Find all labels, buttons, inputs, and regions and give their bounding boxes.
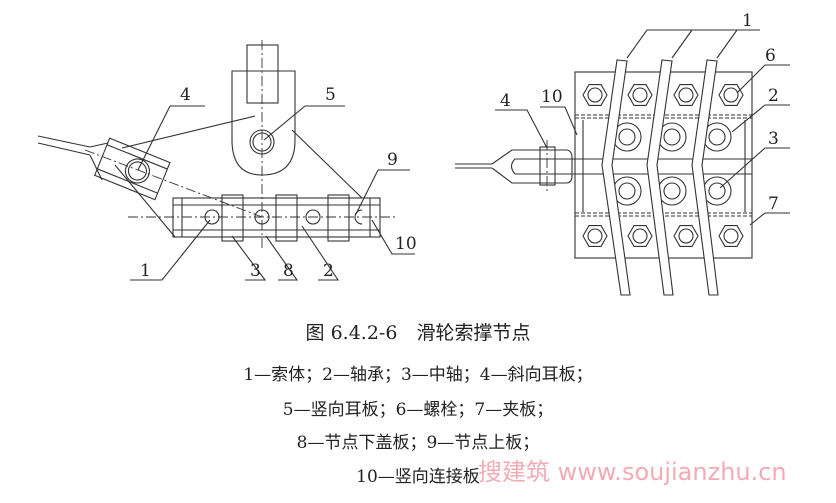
label-10: 10 (395, 234, 417, 254)
label-8: 8 (283, 261, 294, 281)
bearing-ring (702, 176, 732, 206)
bearing-ring (657, 176, 687, 206)
right-plan-view: 1 6 2 3 7 10 4 (455, 11, 790, 296)
hex-nut (673, 84, 699, 106)
label-10: 10 (541, 87, 563, 107)
label-3: 3 (768, 129, 779, 149)
leaders-right (495, 29, 790, 226)
hex-nut (718, 84, 744, 106)
figure-title: 图 6.4.2-6 滑轮索撑节点 (305, 322, 531, 344)
hex-nut (718, 225, 744, 247)
leaders-left (130, 105, 415, 281)
label-1: 1 (140, 261, 151, 281)
label-4: 4 (180, 85, 191, 105)
label-3: 3 (250, 261, 261, 281)
cable-body (84, 115, 363, 238)
bottom-plate-assembly (172, 194, 381, 242)
bearings (612, 122, 732, 206)
hex-nut (582, 84, 608, 106)
cable-end (37, 135, 109, 181)
hex-nut (627, 84, 653, 106)
label-4: 4 (500, 91, 511, 111)
label-6: 6 (765, 46, 776, 66)
label-5: 5 (325, 85, 336, 105)
clevis (455, 140, 573, 192)
node-diagram: 4 5 9 10 1 3 8 2 (37, 11, 790, 296)
bolts (582, 84, 744, 247)
legend-line-4: 10—竖向连接板 (356, 467, 480, 487)
vertical-ear-plate (231, 44, 296, 176)
legend-line-3: 8—节点下盖板；9—节点上板； (296, 433, 540, 453)
legend-line-2: 5—竖向耳板；6—螺栓；7—夹板； (282, 400, 554, 420)
label-1: 1 (742, 11, 753, 31)
watermark: 搜建筑 www.soujianzhu.cn (478, 458, 787, 486)
left-elevation-view: 4 5 9 10 1 3 8 2 (37, 40, 417, 281)
label-9: 9 (387, 150, 398, 170)
label-2: 2 (323, 261, 334, 281)
label-7: 7 (768, 194, 779, 214)
hex-nut (627, 225, 653, 247)
legend-line-1: 1—索体；2—轴承；3—中轴；4—斜向耳板； (243, 365, 593, 385)
cable-strips (601, 59, 719, 296)
hex-nut (582, 225, 608, 247)
oblique-ear-plate (93, 137, 171, 201)
hex-nut (673, 225, 699, 247)
label-2: 2 (768, 86, 779, 106)
